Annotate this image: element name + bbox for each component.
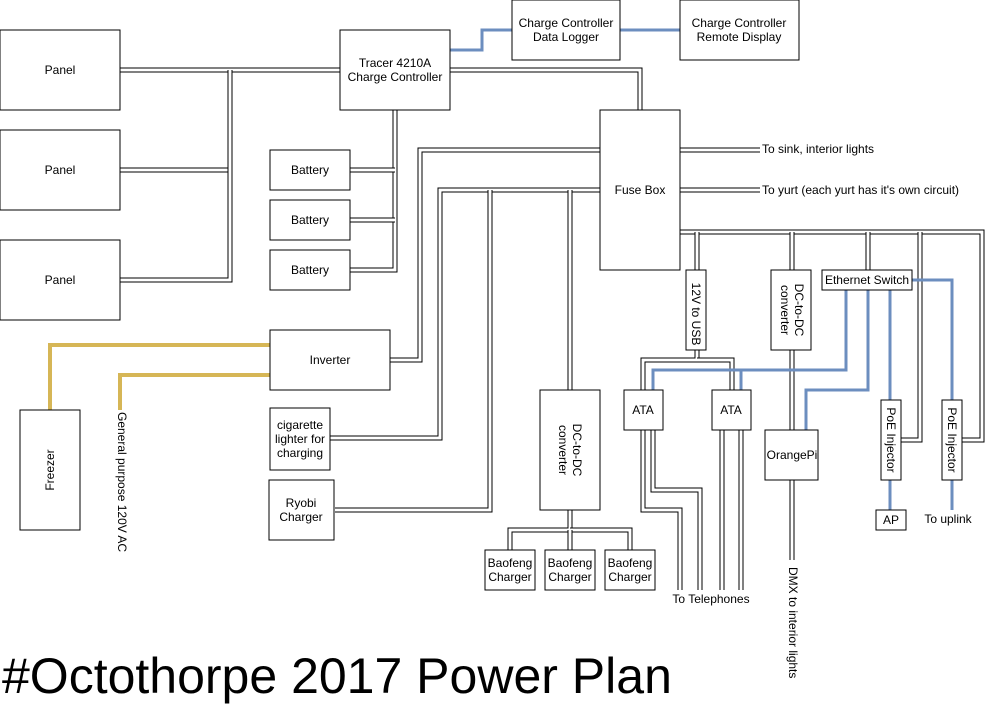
svg-text:Inverter: Inverter — [310, 353, 351, 367]
ethernet-wires — [450, 28, 954, 510]
svg-text:Charger: Charger — [279, 510, 322, 524]
svg-text:Remote Display: Remote Display — [697, 30, 782, 44]
svg-text:Baofeng: Baofeng — [608, 556, 653, 570]
battery-2: Battery — [269, 199, 351, 241]
svg-text:Panel: Panel — [45, 273, 76, 287]
svg-text:Battery: Battery — [291, 263, 329, 277]
page-title: #Octothorpe 2017 Power Plan — [2, 648, 672, 704]
svg-text:lighter for: lighter for — [275, 432, 325, 446]
freezer: Freezer — [19, 409, 81, 531]
svg-text:Panel: Panel — [45, 163, 76, 177]
battery-1: Battery — [269, 149, 351, 191]
svg-text:OrangePi: OrangePi — [767, 448, 818, 462]
charge-controller: Tracer 4210A Charge Controller — [339, 29, 451, 111]
svg-text:converter: converter — [556, 425, 570, 475]
svg-text:Baofeng: Baofeng — [548, 556, 593, 570]
baofeng-charger-3: Baofeng Charger — [604, 549, 656, 591]
to-uplink-label: To uplink — [924, 512, 972, 526]
svg-text:Charger: Charger — [548, 570, 591, 584]
remote-display: Charge Controller Remote Display — [679, 0, 800, 61]
svg-text:Charge Controller: Charge Controller — [348, 70, 443, 84]
to-telephones-label: To Telephones — [672, 592, 749, 606]
panel-2: Panel — [0, 129, 121, 211]
svg-text:Charge Controller: Charge Controller — [692, 16, 787, 30]
svg-text:Battery: Battery — [291, 213, 329, 227]
to-sink-label: To sink, interior lights — [762, 142, 874, 156]
svg-text:Tracer 4210A: Tracer 4210A — [359, 56, 431, 70]
baofeng-charger-2: Baofeng Charger — [544, 549, 596, 591]
poe-injector-2: PoE Injector — [941, 399, 963, 481]
svg-text:Fuse Box: Fuse Box — [615, 183, 666, 197]
orangepi: OrangePi — [764, 429, 819, 481]
svg-text:PoE Injector: PoE Injector — [945, 407, 959, 472]
svg-text:cigarette: cigarette — [277, 418, 323, 432]
dc-dc-converter-left: DC-to-DC converter — [539, 389, 601, 511]
svg-text:Ethernet Switch: Ethernet Switch — [825, 273, 909, 287]
poe-injector-1: PoE Injector — [880, 399, 902, 481]
svg-text:ATA: ATA — [720, 403, 742, 417]
cigarette-lighter: cigarette lighter for charging — [269, 407, 331, 471]
dc-dc-converter-right: DC-to-DC converter — [770, 269, 812, 351]
dc-wires — [120, 67, 985, 590]
svg-text:Charge Controller: Charge Controller — [519, 16, 614, 30]
ata-1: ATA — [623, 389, 664, 431]
svg-text:Baofeng: Baofeng — [488, 556, 533, 570]
usb-converter: 12V to USB — [685, 269, 707, 351]
data-logger: Charge Controller Data Logger — [511, 0, 621, 61]
svg-text:converter: converter — [778, 285, 792, 335]
svg-text:charging: charging — [277, 446, 323, 460]
fuse-box: Fuse Box — [599, 109, 681, 271]
svg-text:12V to USB: 12V to USB — [689, 283, 703, 346]
svg-text:ATA: ATA — [632, 403, 654, 417]
baofeng-charger-1: Baofeng Charger — [484, 549, 536, 591]
ryobi-charger: Ryobi Charger — [268, 479, 335, 541]
ethernet-switch: Ethernet Switch — [821, 269, 913, 291]
ac-wires — [48, 343, 270, 410]
access-point: AP — [875, 509, 907, 531]
svg-text:Charger: Charger — [488, 570, 531, 584]
svg-text:AP: AP — [883, 513, 899, 527]
svg-text:Data Logger: Data Logger — [533, 30, 599, 44]
svg-text:Battery: Battery — [291, 163, 329, 177]
svg-text:DC-to-DC: DC-to-DC — [570, 424, 584, 477]
general-purpose-label: General purpose 120V AC — [115, 412, 129, 552]
ata-2: ATA — [711, 389, 752, 431]
svg-text:PoE Injector: PoE Injector — [884, 407, 898, 472]
dmx-label: DMX to interior lights — [786, 567, 800, 678]
inverter: Inverter — [269, 329, 391, 391]
battery-3: Battery — [269, 249, 351, 291]
svg-text:Charger: Charger — [608, 570, 651, 584]
panel-1: Panel — [0, 29, 121, 111]
svg-text:Ryobi: Ryobi — [286, 496, 317, 510]
panel-3: Panel — [0, 239, 121, 321]
to-yurt-label: To yurt (each yurt has it's own circuit) — [762, 183, 959, 197]
svg-text:DC-to-DC: DC-to-DC — [792, 284, 806, 337]
svg-text:Freezer: Freezer — [43, 449, 57, 490]
svg-text:Panel: Panel — [45, 63, 76, 77]
